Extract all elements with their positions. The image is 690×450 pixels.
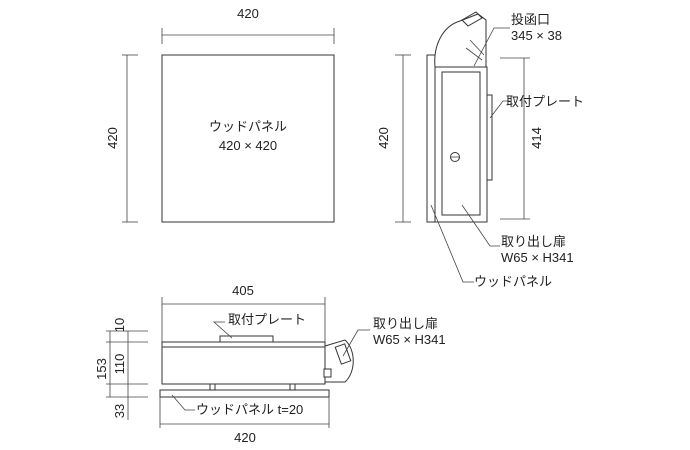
slot-hood (434, 13, 487, 68)
dim-10-label: 10 (112, 318, 127, 332)
side-door-size: W65 × H341 (501, 250, 574, 265)
plate-leader (489, 100, 510, 119)
front-view: 420 420 ウッドパネル 420 × 420 (105, 6, 335, 223)
top-door-size: W65 × H341 (373, 332, 446, 347)
side-door-label: 取り出し扉 (501, 234, 566, 249)
top-plate-leader (212, 321, 233, 339)
top-view: 405 取付プレート 取り出し扉 W65 × H341 10 110 153 3… (94, 283, 446, 445)
door-hinge (323, 368, 332, 378)
wood-panel-top (159, 389, 330, 398)
slot-leader (473, 27, 510, 67)
panel-leader (430, 204, 474, 283)
slot-flap (461, 11, 483, 27)
mailbox-body-side (434, 66, 488, 223)
door-outline (441, 71, 481, 216)
dim-33-label: 33 (112, 404, 127, 418)
top-body-width-label: 405 (232, 283, 254, 298)
top-panel-width-label: 420 (234, 430, 256, 445)
dim-153-label: 153 (94, 358, 109, 380)
wood-panel-front (161, 54, 335, 223)
dim-110-label: 110 (112, 354, 127, 375)
top-panel-label: ウッドパネル t=20 (196, 402, 303, 417)
top-panel-leader (171, 394, 195, 411)
front-width-label: 420 (237, 6, 259, 21)
wood-panel-side (426, 54, 436, 223)
mounting-plate-side (486, 94, 493, 181)
front-panel-label: ウッドパネル (209, 119, 287, 134)
front-panel-size: 420 × 420 (219, 138, 277, 153)
top-door-label: 取り出し扉 (373, 316, 438, 331)
side-panel-label: ウッドパネル (474, 274, 552, 289)
spacer (209, 383, 216, 391)
side-height-label: 420 (376, 127, 391, 149)
slot-size: 345 × 38 (511, 28, 562, 43)
side-plate-label: 取付プレート (506, 94, 584, 109)
side-view: 420 414 投函口 345 × 38 取付プレート 取り出し扉 W65 × … (376, 11, 584, 289)
mounting-plate-top (219, 335, 274, 343)
slot-label: 投函口 (511, 12, 550, 27)
plate-height-label: 414 (529, 127, 544, 149)
door-top (334, 343, 352, 365)
door-leader (461, 204, 500, 247)
mailbox-body-top (161, 341, 326, 385)
spacer (289, 383, 296, 391)
top-plate-label: 取付プレート (228, 312, 306, 327)
front-height-label: 420 (105, 127, 120, 149)
top-door-leader (342, 329, 370, 357)
